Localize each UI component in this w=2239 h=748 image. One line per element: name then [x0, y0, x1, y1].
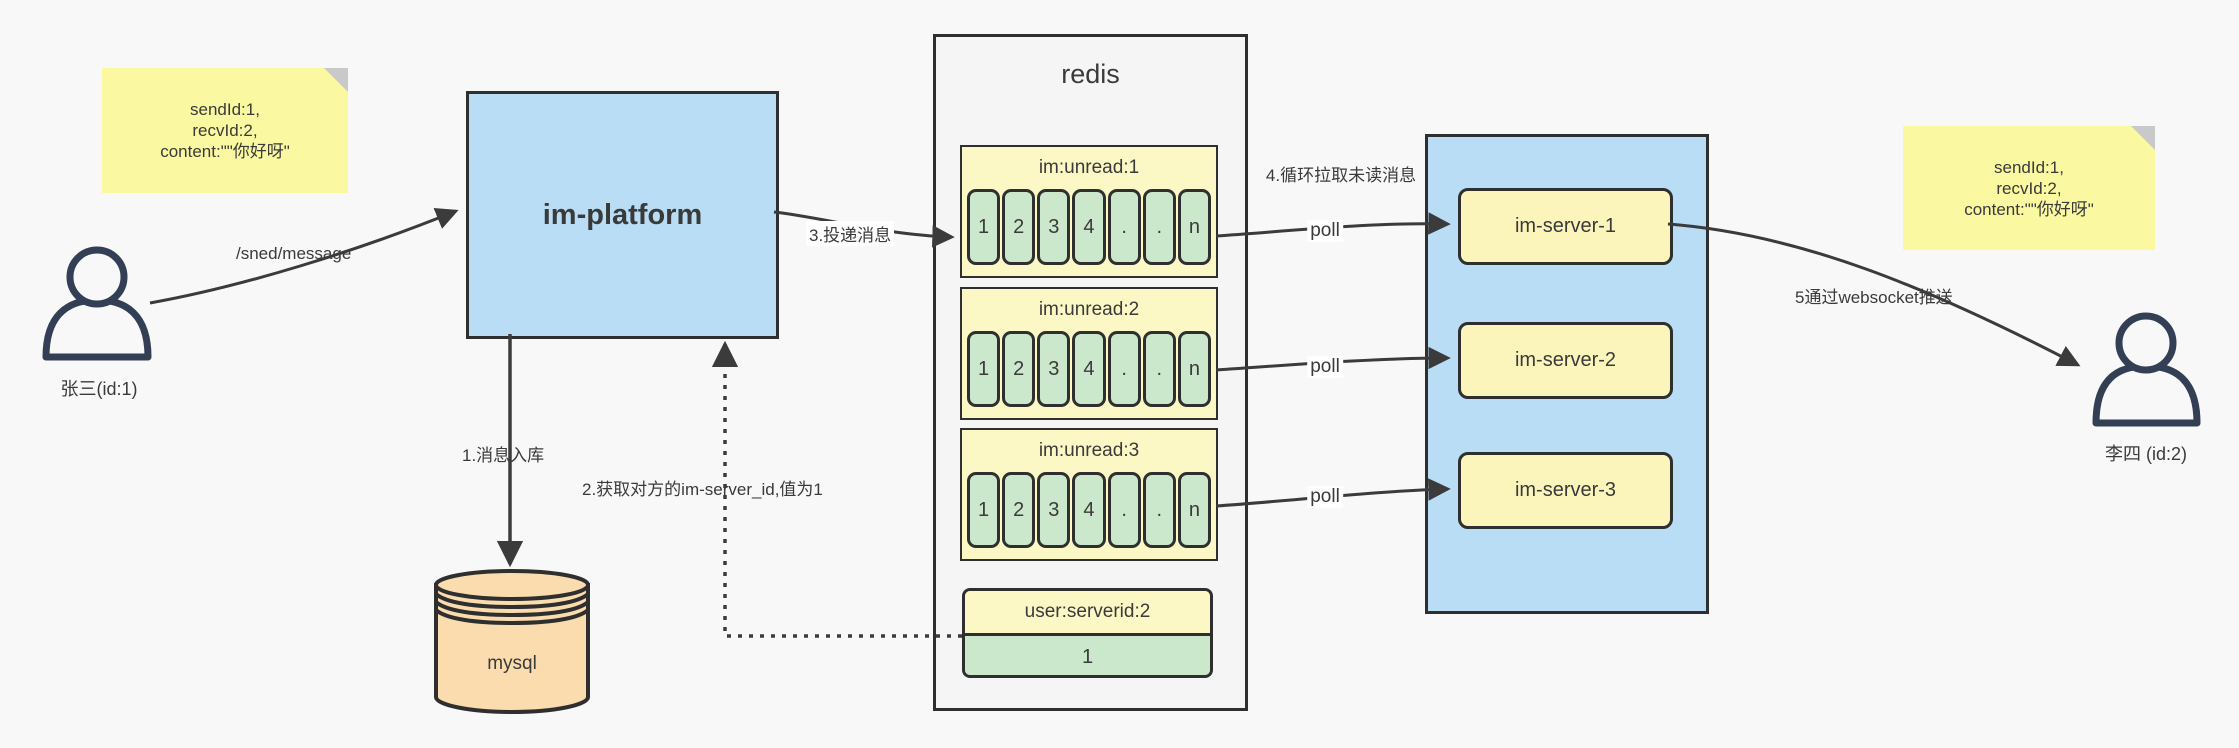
queue-cell: .	[1107, 189, 1141, 265]
im-server-1-label: im-server-1	[1514, 215, 1617, 237]
im-server-2-box: im-server-2	[1458, 322, 1673, 399]
queue-cell: 1	[967, 189, 1001, 265]
edge-label-poll-2: poll	[1307, 356, 1343, 378]
redis-title: redis	[1061, 59, 1120, 89]
queue-header: im:unread:1	[1038, 157, 1140, 178]
user-left-label: 张三(id:1)	[60, 379, 138, 399]
queue-im-unread-2: im:unread:2 1 2 3 4 . . n	[960, 287, 1218, 420]
queue-cell: .	[1142, 189, 1176, 265]
queue-cell: 1	[967, 472, 1001, 548]
queue-cell: 4	[1072, 331, 1106, 407]
queue-cell: n	[1177, 189, 1211, 265]
im-server-3-label: im-server-3	[1514, 479, 1617, 501]
note-fold-icon	[324, 68, 348, 92]
kv-user-serverid: user:serverid:2 1	[962, 588, 1213, 678]
queue-cell: 2	[1002, 189, 1036, 265]
queue-cell: 4	[1072, 189, 1106, 265]
queue-cell: .	[1142, 331, 1176, 407]
edge-label-step1: 1.消息入库	[462, 446, 545, 465]
edge-label-step3: 3.投递消息	[806, 221, 895, 246]
mysql-database-icon	[434, 569, 590, 715]
edge-label-step5: 5通过websocket推送	[1795, 288, 1953, 307]
queue-cell: .	[1107, 472, 1141, 548]
sticky-note-left-text: sendId:1, recvId:2, content:""你好呀"	[160, 100, 290, 161]
queue-cell: 1	[967, 331, 1001, 407]
im-server-1-box: im-server-1	[1458, 188, 1673, 265]
user-left-icon	[42, 246, 152, 361]
kv-value: 1	[965, 636, 1210, 675]
sticky-note-right-text: sendId:1, recvId:2, content:""你好呀"	[1964, 157, 2094, 219]
im-server-3-box: im-server-3	[1458, 452, 1673, 529]
queue-cell: 4	[1072, 472, 1106, 548]
queue-cell: .	[1107, 331, 1141, 407]
edge-label-step2: 2.获取对方的im-server_id,值为1	[582, 480, 823, 499]
queue-cell: 3	[1037, 331, 1071, 407]
im-platform-label: im-platform	[542, 198, 703, 231]
im-platform-box: im-platform	[466, 91, 779, 339]
queue-cell: 3	[1037, 189, 1071, 265]
queue-cell: 2	[1002, 472, 1036, 548]
user-right-icon	[2092, 312, 2201, 427]
edge-label-poll-1: poll	[1307, 220, 1343, 242]
queue-cell: 2	[1002, 331, 1036, 407]
edge-label-send-message: /sned/message	[236, 244, 352, 263]
queue-cell: n	[1177, 331, 1211, 407]
queue-header: im:unread:2	[1038, 299, 1140, 320]
edge-label-step4: 4.循环拉取未读消息	[1265, 166, 1417, 185]
user-right-label: 李四 (id:2)	[2104, 444, 2188, 464]
kv-key: user:serverid:2	[965, 591, 1210, 636]
queue-cell: .	[1142, 472, 1176, 548]
sticky-note-left: sendId:1, recvId:2, content:""你好呀"	[102, 68, 348, 193]
sticky-note-right: sendId:1, recvId:2, content:""你好呀"	[1903, 126, 2155, 250]
note-fold-icon	[2131, 126, 2155, 150]
mysql-label: mysql	[487, 653, 537, 674]
edge-label-poll-3: poll	[1307, 486, 1343, 508]
queue-im-unread-1: im:unread:1 1 2 3 4 . . n	[960, 145, 1218, 278]
im-server-2-label: im-server-2	[1514, 349, 1617, 371]
queue-im-unread-3: im:unread:3 1 2 3 4 . . n	[960, 428, 1218, 561]
queue-cell: n	[1177, 472, 1211, 548]
queue-cells: 1 2 3 4 . . n	[962, 472, 1216, 548]
queue-cells: 1 2 3 4 . . n	[962, 331, 1216, 407]
queue-cell: 3	[1037, 472, 1071, 548]
queue-cells: 1 2 3 4 . . n	[962, 189, 1216, 265]
queue-header: im:unread:3	[1038, 440, 1140, 461]
